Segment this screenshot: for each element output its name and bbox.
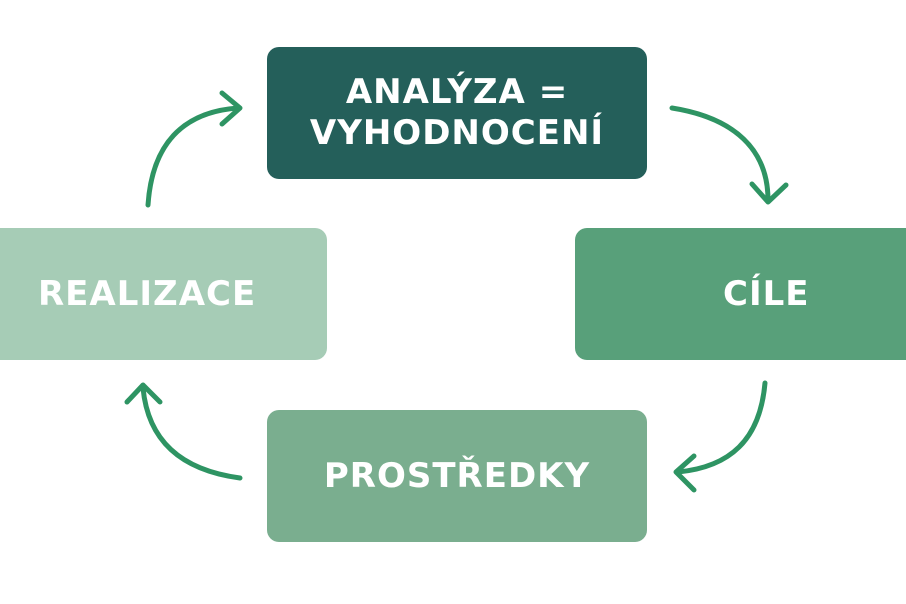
node-goals: CÍLE — [575, 228, 906, 360]
arrow-goals-to-means — [673, 380, 768, 493]
node-goals-label: CÍLE — [723, 273, 810, 314]
node-means-label: PROSTŘEDKY — [323, 455, 591, 496]
arrow-analysis-to-goals — [669, 105, 789, 205]
node-means: PROSTŘEDKY — [267, 410, 647, 542]
arrow-realization-to-analysis — [145, 90, 243, 208]
node-realization-label: REALIZACE — [38, 273, 257, 314]
arrow-means-to-realization — [124, 382, 243, 481]
node-analysis-label: ANALÝZA = VYHODNOCENÍ — [309, 72, 605, 153]
node-analysis: ANALÝZA = VYHODNOCENÍ — [267, 47, 647, 179]
node-realization: REALIZACE — [0, 228, 327, 360]
